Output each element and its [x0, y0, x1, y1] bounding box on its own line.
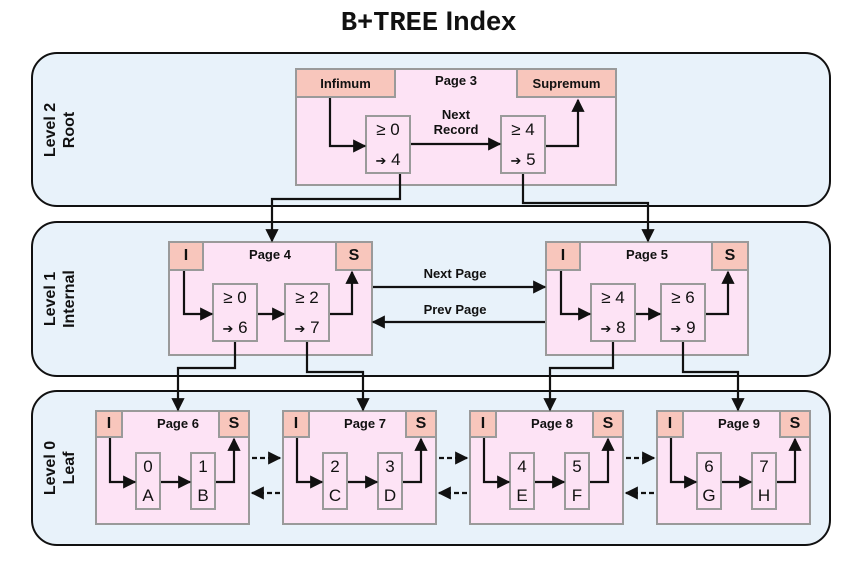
arrow-right-icon: ➔: [510, 153, 522, 168]
leaf-page-title: Page 9: [718, 416, 760, 431]
prev-page-label: Prev Page: [423, 302, 487, 317]
level-0-kind: Leaf: [61, 451, 78, 485]
supremum-record: S: [335, 241, 373, 271]
arrow-right-icon: ➔: [600, 321, 612, 336]
internal-record: ≥ 4 ➔ 8: [590, 283, 636, 342]
record-pointer: ➔ 5: [510, 150, 536, 169]
record-pointer: ➔ 4: [375, 150, 401, 169]
internal-page-title: Page 4: [249, 247, 291, 262]
internal-record: ≥ 0 ➔ 6: [212, 283, 258, 342]
leaf-page-title: Page 6: [157, 416, 199, 431]
next-page-label: Next Page: [423, 266, 487, 281]
supremum-label: Supremum: [532, 75, 601, 91]
title-suffix: Index: [445, 6, 517, 36]
level-2-name: Level 2: [42, 102, 59, 158]
level-2-kind: Root: [61, 111, 78, 149]
supremum-record: S: [779, 410, 811, 438]
level-1-kind: Internal: [61, 270, 78, 328]
internal-record: ≥ 6 ➔ 9: [660, 283, 706, 342]
level-0-name: Level 0: [42, 440, 59, 496]
infimum-record: I: [469, 410, 497, 438]
supremum-record: Supremum: [516, 68, 617, 98]
supremum-record: S: [218, 410, 250, 438]
record-key: ≥ 4: [511, 120, 535, 139]
level-0-label: Level 0 Leaf: [41, 413, 81, 523]
infimum-record: I: [656, 410, 684, 438]
root-page-title: Page 3: [435, 73, 477, 88]
level-1-label: Level 1 Internal: [41, 244, 81, 354]
record-key: ≥ 0: [376, 120, 400, 139]
supremum-record: S: [405, 410, 437, 438]
internal-page-title: Page 5: [626, 247, 668, 262]
level-2-label: Level 2 Root: [41, 75, 81, 185]
arrow-right-icon: ➔: [670, 321, 682, 336]
supremum-record: S: [711, 241, 749, 271]
next-record-label: Next Record: [433, 107, 479, 137]
leaf-page-title: Page 7: [344, 416, 386, 431]
leaf-page-title: Page 8: [531, 416, 573, 431]
infimum-label: Infimum: [320, 75, 371, 91]
level-1-name: Level 1: [42, 271, 59, 327]
supremum-record: S: [592, 410, 624, 438]
arrow-right-icon: ➔: [375, 153, 387, 168]
root-record: ≥ 0 ➔ 4: [365, 115, 411, 174]
infimum-record: Infimum: [295, 68, 396, 98]
root-record: ≥ 4 ➔ 5: [500, 115, 546, 174]
infimum-record: I: [95, 410, 123, 438]
arrow-right-icon: ➔: [294, 321, 306, 336]
diagram-title: B+TREE Index: [0, 6, 857, 39]
title-prefix: B+TREE: [340, 9, 439, 39]
internal-record: ≥ 2 ➔ 7: [284, 283, 330, 342]
infimum-record: I: [168, 241, 204, 271]
infimum-record: I: [282, 410, 310, 438]
infimum-record: I: [545, 241, 581, 271]
arrow-right-icon: ➔: [222, 321, 234, 336]
